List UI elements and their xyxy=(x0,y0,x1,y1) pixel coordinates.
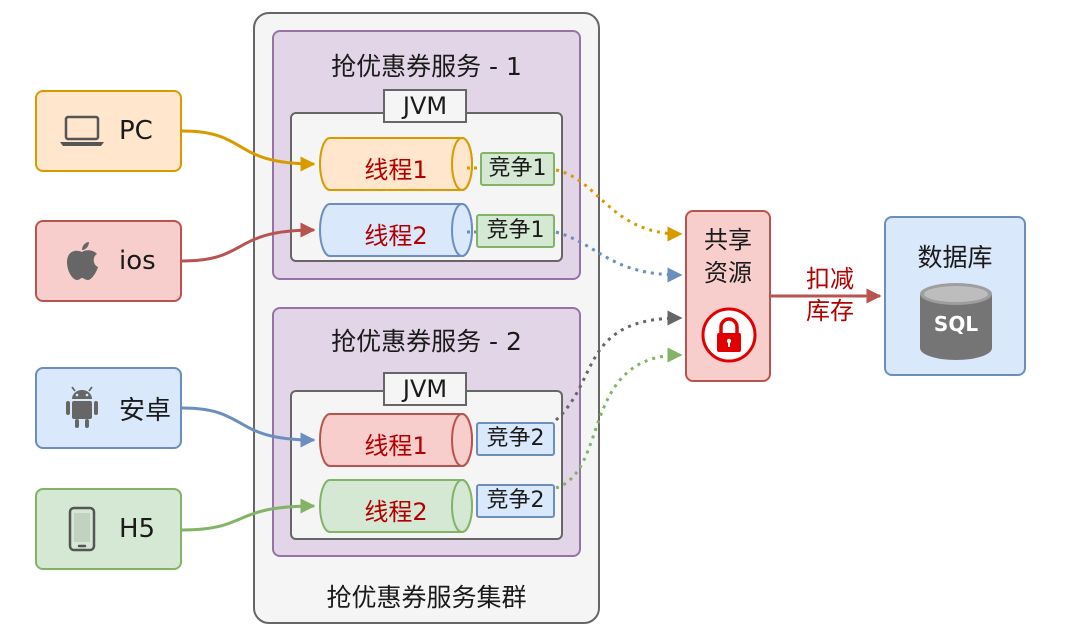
client-ios: ios xyxy=(35,220,182,302)
compete-box: 竞争1 xyxy=(476,214,555,248)
arrow-pc-to-thread xyxy=(181,129,316,172)
arrow-compete-s2-t2 xyxy=(555,347,683,490)
client-label: 安卓 xyxy=(119,395,172,426)
client-label: ios xyxy=(119,246,156,276)
android-icon xyxy=(51,386,113,430)
mobile-phone-icon xyxy=(51,506,113,552)
cluster-label: 抢优惠券服务集群 xyxy=(326,583,527,612)
compete-box: 竞争2 xyxy=(476,422,555,456)
client-label: PC xyxy=(119,116,153,146)
arrow-compete-s1-t2 xyxy=(555,230,683,283)
service-1-jvm-label: JVM xyxy=(383,89,467,123)
client-h5: H5 xyxy=(35,488,182,570)
thread-cylinder-s1-t1 xyxy=(319,137,473,191)
database-title: 数据库 xyxy=(917,243,993,272)
compete-box: 竞争1 xyxy=(480,152,555,186)
arrow-android-to-thread xyxy=(181,406,316,448)
arrow-h5-to-thread xyxy=(181,498,316,532)
apple-icon xyxy=(51,240,113,282)
resource-label-line1: 共享 xyxy=(704,226,752,254)
service-2-title: 抢优惠券服务 - 2 xyxy=(331,327,522,356)
thread-label: 线程2 xyxy=(364,222,428,250)
sql-text: SQL xyxy=(933,312,979,336)
service-2-jvm-label: JVM xyxy=(383,372,467,406)
client-pc: PC xyxy=(35,90,182,172)
thread-cylinder-s2-t2 xyxy=(319,479,473,533)
arrow-compete-s2-t1 xyxy=(554,310,683,422)
lock-icon xyxy=(701,307,757,363)
arrow-compete-s1-t1 xyxy=(555,168,683,242)
thread-cylinder-s2-t1 xyxy=(319,413,473,467)
resource-label-line2: 资源 xyxy=(704,259,752,287)
action-label-line1: 扣减 xyxy=(806,265,854,293)
arrow-ios-to-thread xyxy=(181,222,316,263)
compete-box: 竞争2 xyxy=(476,484,555,518)
laptop-icon xyxy=(51,114,113,148)
sql-database-icon xyxy=(918,282,994,362)
thread-label: 线程2 xyxy=(364,498,428,526)
thread-label: 线程1 xyxy=(364,432,428,460)
thread-cylinder-s1-t2 xyxy=(319,203,473,257)
thread-label: 线程1 xyxy=(364,156,428,184)
client-android: 安卓 xyxy=(35,367,182,449)
action-label-line2: 库存 xyxy=(806,297,854,325)
client-label: H5 xyxy=(119,514,156,544)
service-1-title: 抢优惠券服务 - 1 xyxy=(331,52,522,81)
